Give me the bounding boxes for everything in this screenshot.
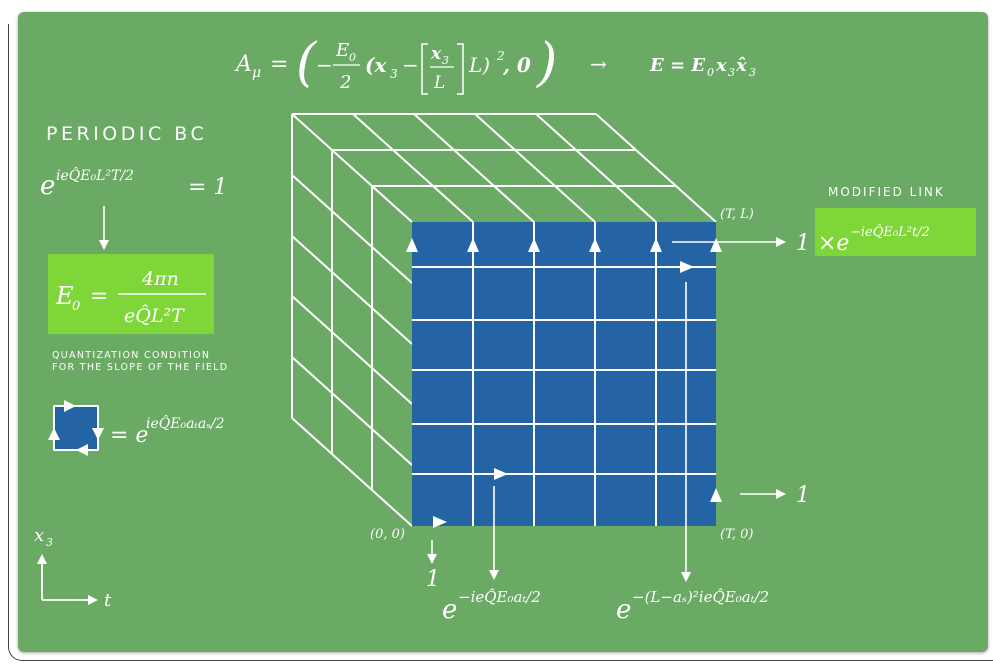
link-arrow-up xyxy=(589,238,601,252)
one-bottom-right: 1 xyxy=(796,483,810,508)
phase-1-exponent: −ieQ̂E₀aₜ/2 xyxy=(458,588,541,606)
link-arrow-up xyxy=(710,488,722,502)
eq-term2-sup: 2 xyxy=(496,49,505,63)
phase-2-e: e xyxy=(616,595,631,625)
phase-2-exponent: −(L−aₛ)²ieQ̂E₀aₜ/2 xyxy=(632,588,769,606)
periodic-condition: e ieQ̂E₀L²T/2 = 1 xyxy=(40,166,227,201)
link-arrow-right xyxy=(680,261,694,273)
quant-caption-line1: QUANTIZATION CONDITION xyxy=(52,350,210,361)
eq-rhs-hat: x̂ xyxy=(735,55,747,76)
link-arrow-up xyxy=(467,238,479,252)
eq-frac-num: E xyxy=(335,40,349,61)
cube-depth-lines xyxy=(291,113,717,527)
quant-lhs-sub: 0 xyxy=(72,299,80,314)
axes-icon xyxy=(37,554,98,605)
eq-term1-minus: − xyxy=(402,53,419,77)
plaquette-icon xyxy=(48,400,104,456)
quant-num: 4πn xyxy=(141,268,179,290)
quant-den: eQ̂L²T xyxy=(124,305,185,327)
quant-lhs: E xyxy=(55,282,74,310)
modified-link-factor: ×e xyxy=(818,231,849,256)
quantization-condition: E 0 = 4πn eQ̂L²T xyxy=(55,268,206,327)
lattice-cube xyxy=(291,113,717,527)
axis-x3-label: x xyxy=(34,525,44,546)
link-arrow-right xyxy=(433,516,447,528)
eq-equals: = xyxy=(270,52,288,77)
plaquette-exponent: ieQ̂E₀aₜaₛ/2 xyxy=(146,414,225,432)
eq-frac-den: 2 xyxy=(339,72,351,93)
eq-bracket-num: x xyxy=(430,44,442,64)
front-face xyxy=(412,222,716,526)
eq-term1: (x xyxy=(365,53,387,77)
axis-t-label: t xyxy=(104,590,112,611)
eq-lhs-sub: μ xyxy=(252,65,261,81)
corner-top-right-label: (T, L) xyxy=(720,207,754,222)
eq-rhs-field: E = E xyxy=(649,55,705,76)
modified-link-one: 1 xyxy=(796,231,810,256)
eq-arrow: → xyxy=(590,52,607,76)
quant-eq: = xyxy=(90,284,108,309)
eq-term2-tail: , 0 xyxy=(502,53,531,77)
eq-paren-open: ( xyxy=(296,33,318,93)
link-arrow-right xyxy=(494,468,508,480)
modified-link-title: MODIFIED LINK xyxy=(828,185,945,199)
link-arrow-up xyxy=(650,238,662,252)
eq-frac-num-sub: 0 xyxy=(349,51,356,64)
corner-origin-label: (0, 0) xyxy=(370,527,405,542)
slide-frame xyxy=(8,24,993,661)
callout-arrows xyxy=(99,206,786,582)
eq-rhs-tail: x xyxy=(715,55,727,76)
eq-rhs-tail-sub: 3 xyxy=(728,66,735,79)
one-bottom: 1 xyxy=(426,567,440,592)
periodic-bc-title: PERIODIC BC xyxy=(46,123,207,145)
periodic-rhs: = 1 xyxy=(188,175,227,200)
eq-term2: L) xyxy=(468,53,490,77)
modified-link-box xyxy=(815,208,976,256)
eq-bracket-num-sub: 3 xyxy=(442,54,449,67)
quant-caption-line2: FOR THE SLOPE OF THE FIELD xyxy=(52,362,228,373)
eq-rhs-hat-sub: 3 xyxy=(749,66,756,79)
periodic-exponent: ieQ̂E₀L²T/2 xyxy=(56,166,134,184)
front-face-grid xyxy=(412,222,716,526)
link-arrows xyxy=(406,238,722,528)
periodic-e: e xyxy=(40,171,55,201)
link-arrow-up xyxy=(406,238,418,252)
eq-rhs-sub0: 0 xyxy=(707,66,714,79)
eq-bracket-right xyxy=(457,43,464,95)
eq-term1-sub: 3 xyxy=(390,67,398,81)
eq-paren-close: ) xyxy=(536,33,557,93)
plaquette-eq: = e xyxy=(110,423,148,448)
phase-1-e: e xyxy=(442,595,457,625)
link-arrow-up xyxy=(528,238,540,252)
eq-bracket-left xyxy=(421,43,428,95)
modified-link-exponent: −ieQ̂E₀L²t/2 xyxy=(850,224,930,240)
gauge-potential-equation: A μ = ( − E 0 2 (x 3 − x 3 L L) 2 , 0 ) … xyxy=(234,33,756,95)
axis-x3-sub: 3 xyxy=(46,536,53,549)
corner-bottom-right-label: (T, 0) xyxy=(720,527,753,542)
eq-bracket-den: L xyxy=(433,73,445,93)
eq-lhs: A xyxy=(234,52,252,77)
link-arrow-up xyxy=(710,238,722,252)
eq-minus: − xyxy=(316,53,333,77)
